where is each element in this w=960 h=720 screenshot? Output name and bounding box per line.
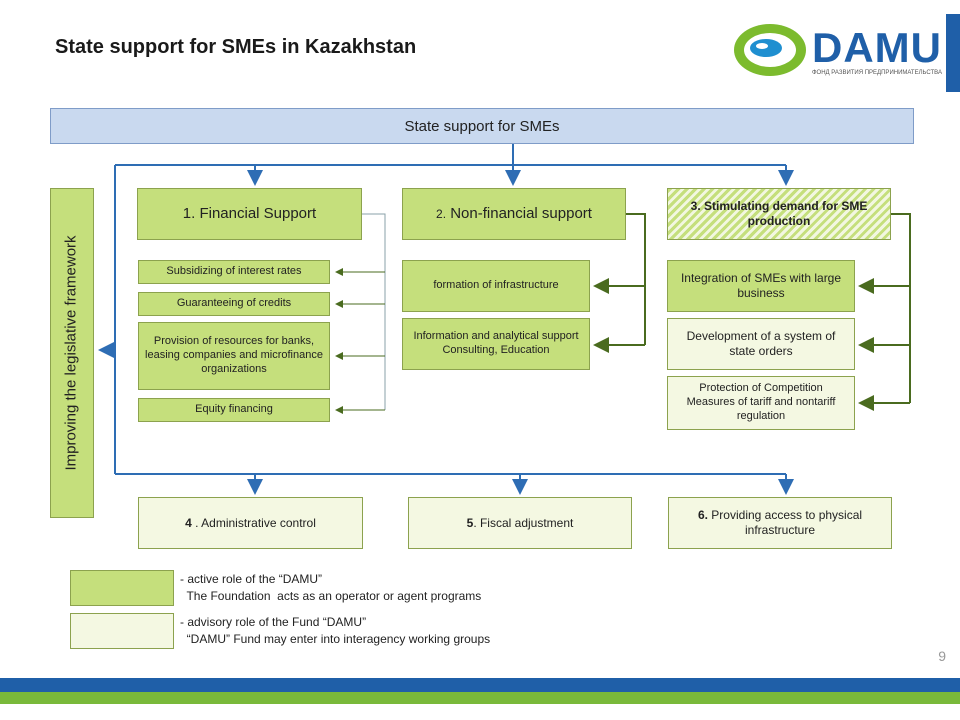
legend-active-swatch — [70, 570, 174, 606]
administrative-control-label: 4 . Administrative control — [185, 516, 316, 531]
fiscal-adjustment-text: . Fiscal adjustment — [473, 515, 574, 530]
guaranteeing-credits-label: Guaranteeing of credits — [176, 297, 292, 310]
fiscal-adjustment-box: 5. Fiscal adjustment — [408, 497, 632, 549]
non-financial-support-number: 2. — [436, 206, 447, 221]
non-financial-support-label: 2. Non-financial support — [436, 205, 592, 224]
logo-name: DAMU — [812, 24, 942, 71]
legislative-framework-box: Improving the legislative framework — [50, 188, 94, 518]
damu-logo-icon — [734, 24, 806, 76]
financial-support-header: 1. Financial Support — [137, 188, 362, 240]
footer-stripe-green — [0, 692, 960, 704]
protection-of-competition-label: Protection of Competition Measures of ta… — [686, 382, 836, 422]
integration-smes-label: Integration of SMEs with large business — [680, 271, 842, 300]
page-number: 9 — [938, 648, 946, 664]
financial-support-label: 1. Financial Support — [182, 204, 317, 222]
top-right-bar — [946, 14, 960, 92]
logo-subtitle: ФОНД РАЗВИТИЯ ПРЕДПРИНИМАТЕЛЬСТВА — [812, 70, 942, 76]
banner-state-support: State support for SMEs — [50, 108, 914, 144]
formation-of-infrastructure-box: formation of infrastructure — [402, 260, 590, 312]
subsidizing-interest-rates-label: Subsidizing of interest rates — [166, 265, 302, 278]
legend-advisory-text: - advisory role of the Fund “DAMU” “DAMU… — [180, 615, 491, 646]
state-orders-box: Development of a system of state orders — [667, 318, 855, 370]
integration-smes-box: Integration of SMEs with large business — [667, 260, 855, 312]
administrative-control-box: 4 . Administrative control — [138, 497, 363, 549]
non-financial-support-header: 2. Non-financial support — [402, 188, 626, 240]
information-analytical-support-label: Information and analytical support Consu… — [413, 330, 579, 356]
equity-financing-box: Equity financing — [138, 398, 330, 422]
equity-financing-label: Equity financing — [195, 403, 273, 416]
non-financial-support-text: Non-financial support — [446, 204, 592, 222]
subsidizing-interest-rates-box: Subsidizing of interest rates — [138, 260, 330, 284]
information-analytical-support-box: Information and analytical support Consu… — [402, 318, 590, 370]
state-orders-label: Development of a system of state orders — [686, 329, 836, 358]
provision-of-resources-box: Provision of resources for banks, leasin… — [138, 322, 330, 390]
footer-stripe-blue — [0, 678, 960, 692]
page-title: State support for SMEs in Kazakhstan — [55, 36, 417, 58]
fiscal-adjustment-label: 5. Fiscal adjustment — [467, 516, 574, 531]
protection-of-competition-box: Protection of Competition Measures of ta… — [667, 376, 855, 430]
physical-infrastructure-box: 6. Providing access to physical infrastr… — [668, 497, 892, 549]
damu-logo: DAMU ФОНД РАЗВИТИЯ ПРЕДПРИНИМАТЕЛЬСТВА — [732, 20, 942, 82]
administrative-control-number: 4 — [185, 515, 192, 530]
physical-infrastructure-text: Providing access to physical infrastruct… — [707, 508, 863, 537]
formation-of-infrastructure-label: formation of infrastructure — [433, 279, 559, 292]
legend-active-text: - active role of the “DAMU” The Foundati… — [180, 572, 482, 603]
fiscal-adjustment-number: 5 — [466, 515, 474, 530]
guaranteeing-credits-box: Guaranteeing of credits — [138, 292, 330, 316]
provision-of-resources-label: Provision of resources for banks, leasin… — [145, 335, 323, 375]
stimulating-demand-label: 3. Stimulating demand for SME production — [690, 199, 868, 228]
legend-advisory-swatch — [70, 613, 174, 649]
administrative-control-text: . Administrative control — [191, 515, 316, 530]
stimulating-demand-header: 3. Stimulating demand for SME production — [667, 188, 891, 240]
physical-infrastructure-number: 6. — [697, 508, 708, 522]
physical-infrastructure-label: 6. Providing access to physical infrastr… — [675, 508, 885, 538]
